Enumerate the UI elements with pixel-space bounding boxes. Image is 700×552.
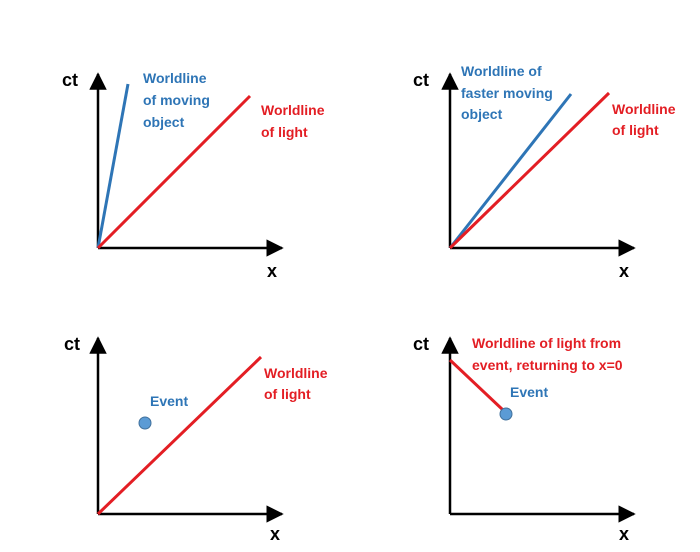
- ct-axis-label: ct: [64, 334, 80, 354]
- light-worldline-label: Worldline of light: [261, 102, 328, 140]
- panel-1: ct x Worldline of moving object Worldlin…: [62, 70, 328, 281]
- x-axis-label: x: [267, 261, 277, 281]
- light-worldline-label: Worldline of light: [264, 365, 331, 402]
- returning-light-label: Worldline of light from event, returning…: [472, 335, 625, 373]
- event-label: Event: [510, 384, 548, 400]
- light-worldline-label: Worldline of light: [612, 101, 679, 138]
- ct-axis-label: ct: [413, 70, 429, 90]
- moving-object-label: Worldline of moving object: [143, 70, 214, 130]
- panel-3: ct x Event Worldline of light: [64, 334, 331, 544]
- ct-axis-label: ct: [413, 334, 429, 354]
- panel-2: ct x Worldline of faster moving object W…: [413, 63, 679, 281]
- returning-light-worldline: [448, 358, 505, 412]
- faster-moving-object-worldline: [448, 93, 573, 249]
- x-axis-label: x: [619, 261, 629, 281]
- light-worldline: [96, 94, 252, 250]
- event-label: Event: [150, 393, 188, 409]
- light-worldline: [96, 355, 263, 516]
- faster-moving-object-label: Worldline of faster moving object: [461, 63, 557, 122]
- event-marker: [138, 416, 152, 430]
- moving-object-worldline: [96, 83, 130, 249]
- x-axis-label: x: [619, 524, 629, 544]
- event-marker: [499, 407, 513, 421]
- ct-axis-label: ct: [62, 70, 78, 90]
- light-worldline: [448, 91, 611, 250]
- panel-4: ct x Event Worldline of light from event…: [413, 334, 636, 544]
- x-axis-label: x: [270, 524, 280, 544]
